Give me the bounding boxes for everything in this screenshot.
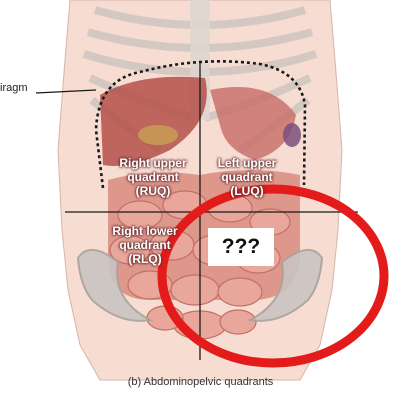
diaphragm-outline xyxy=(94,60,307,189)
ruq-label-line1: Right upper xyxy=(119,156,187,170)
diaphragm-pointer-line xyxy=(35,89,97,94)
figure-caption: (b) Abdominopelvic quadrants xyxy=(127,376,274,388)
ruq-label-line3: (RUQ) xyxy=(135,184,171,198)
rlq-label: Right lower quadrant (RLQ) xyxy=(90,224,200,266)
luq-label-line3: (LUQ) xyxy=(230,184,264,198)
red-annotation-circle xyxy=(157,184,389,368)
luq-label-line2: quadrant xyxy=(221,170,273,184)
rlq-label-line3: (RLQ) xyxy=(128,252,162,266)
luq-label: Left upper quadrant (LUQ) xyxy=(192,156,302,198)
gallbladder xyxy=(138,125,178,145)
ruq-label-line2: quadrant xyxy=(127,170,179,184)
stomach xyxy=(210,87,296,160)
spleen xyxy=(283,123,301,147)
rlq-label-line1: Right lower xyxy=(112,224,178,238)
rlq-label-line2: quadrant xyxy=(119,238,171,252)
diaphragm-label: iragm xyxy=(0,82,28,94)
ruq-label: Right upper quadrant (RUQ) xyxy=(98,156,208,198)
luq-label-line1: Left upper xyxy=(217,156,277,170)
liver xyxy=(100,76,207,166)
unknown-label-box: ??? xyxy=(208,228,274,266)
pelvis xyxy=(76,249,324,322)
